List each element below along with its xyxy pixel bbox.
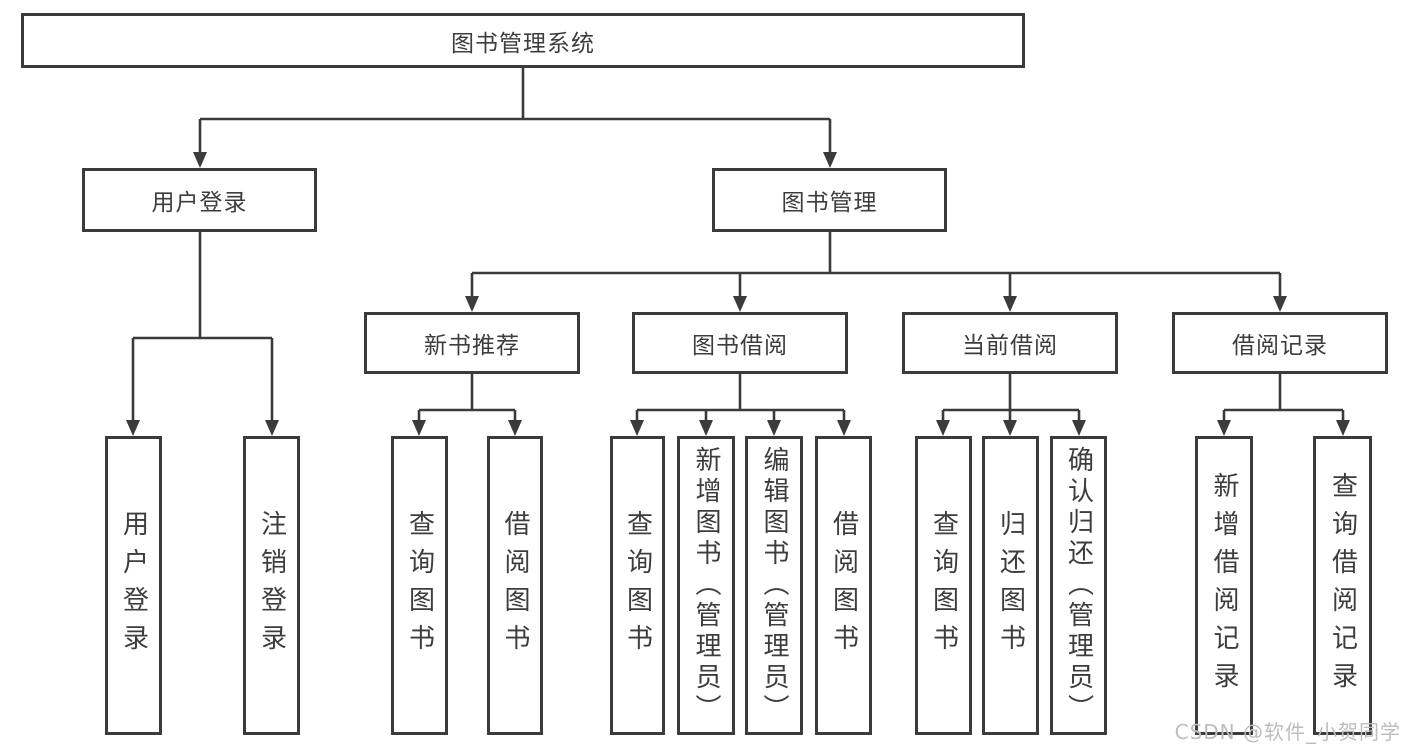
node-borrowing-records: 借阅记录 [1172, 312, 1388, 374]
csdn-watermark: CSDN @软件_小贺同学 [1174, 720, 1401, 744]
node-user-login: 用户登录 [82, 168, 317, 232]
leaf-borrow-books: 借阅图书 [815, 436, 872, 735]
node-current-borrowing: 当前借阅 [902, 312, 1118, 374]
leaf-add-borrow-record: 新增借阅记录 [1195, 436, 1253, 735]
leaf-query-books-current: 查询图书 [915, 436, 972, 735]
leaf-add-books-admin: 新增图书（管理员） [677, 436, 735, 735]
leaf-return-books: 归还图书 [982, 436, 1039, 735]
node-book-borrowing: 图书借阅 [632, 312, 848, 374]
arrowhead-icons [126, 152, 1350, 436]
leaf-confirm-return-admin: 确认归还（管理员） [1050, 436, 1107, 735]
leaf-query-books-recommend: 查询图书 [391, 436, 448, 735]
leaf-borrow-books-recommend: 借阅图书 [487, 436, 543, 735]
node-library-management-system: 图书管理系统 [21, 13, 1025, 68]
leaf-user-login: 用户登录 [105, 436, 162, 735]
leaf-query-books-borrow: 查询图书 [610, 436, 665, 735]
leaf-edit-books-admin: 编辑图书（管理员） [745, 436, 803, 735]
node-new-book-recommendation: 新书推荐 [364, 312, 580, 374]
leaf-logout: 注销登录 [243, 436, 300, 735]
node-book-management: 图书管理 [712, 168, 947, 232]
leaf-query-borrow-record: 查询借阅记录 [1313, 436, 1372, 735]
